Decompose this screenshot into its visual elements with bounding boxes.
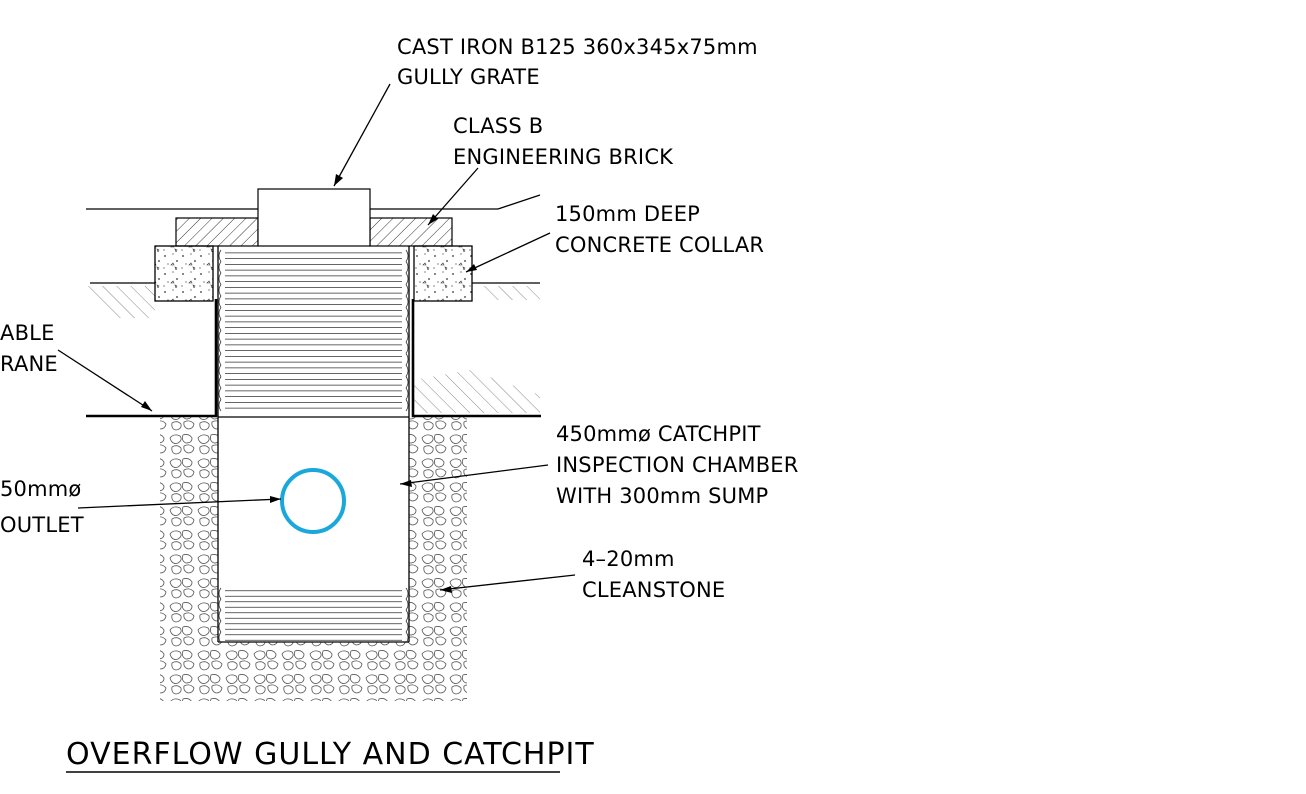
corrugation-rib [218,341,409,354]
outlet-pipe [280,468,346,534]
corrugation-rib [218,376,409,389]
membrane-label-line1: ABLE [0,321,55,345]
collar-leader [465,232,551,273]
corrugation-rib [218,364,409,377]
cleanstone-surround [160,417,467,701]
brick-label-line1: CLASS B [453,114,543,138]
leader-lines [57,83,576,593]
catchpit-leader [399,464,549,485]
outlet-label-line1: 50mmø [0,477,81,501]
corrugation-rib [218,249,409,262]
corrugation-rib [218,272,409,285]
soil-hatch [88,286,540,413]
grate-label-line1: CAST IRON B125 360x345x75mm [397,35,758,59]
corrugation-rib [218,261,409,274]
corrugation-rib [218,353,409,366]
corrugation-rib [218,318,409,331]
drawing-title: OVERFLOW GULLY AND CATCHPIT [66,737,595,772]
brick-label-line2: ENGINEERING BRICK [453,145,674,169]
outlet-leader [77,498,282,509]
corrugation-rib [218,587,409,600]
catchpit-label-line1: 450mmø CATCHPIT [556,422,761,446]
corrugation-rib [218,631,409,644]
membrane-line [86,299,541,418]
stone-leader [439,574,576,591]
corrugation-rib [218,284,409,297]
corrugation-rib [218,330,409,343]
catchpit-label-line3: WITH 300mm SUMP [556,484,768,508]
collar-label-line2: CONCRETE COLLAR [555,233,764,257]
sump-corrugations [218,587,409,644]
membrane-leader [57,349,153,412]
corrugation-rib [218,399,409,412]
corrugation-rib [218,609,409,622]
collar-label-line1: 150mm DEEP [555,202,700,226]
corrugation-rib [218,598,409,611]
outlet-label-line2: OUTLET [0,513,84,537]
corrugation-rib [218,307,409,320]
brick-leader [427,167,479,226]
corrugation-rib [218,620,409,633]
corrugation-rib [218,295,409,308]
stone-label-line2: CLEANSTONE [582,578,725,602]
concrete-collar [154,245,473,302]
gully-grate [257,188,371,247]
membrane-label-line2: RANE [0,352,58,376]
grate-leader [333,83,391,187]
chamber-walls [217,246,410,643]
catchpit-label-line2: INSPECTION CHAMBER [556,453,799,477]
riser-corrugations [218,249,409,412]
stone-label-line1: 4–20mm [582,547,675,571]
corrugation-rib [218,387,409,400]
annotation-labels: CAST IRON B125 360x345x75mm GULLY GRATE … [0,35,799,602]
grate-label-line2: GULLY GRATE [397,65,540,89]
